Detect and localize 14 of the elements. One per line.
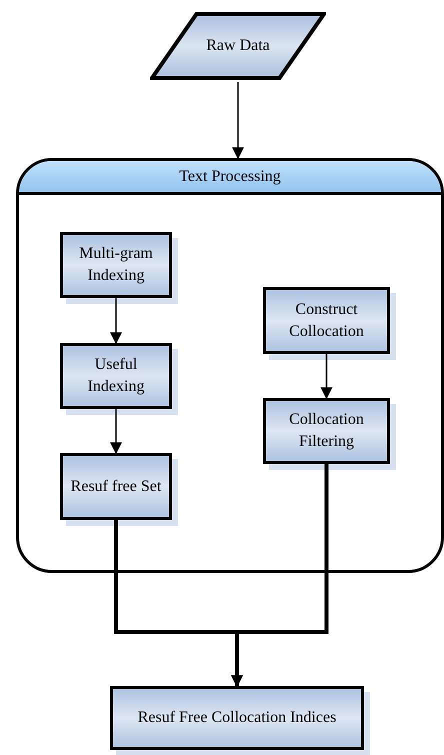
- node-label: Resuf free Set: [70, 476, 162, 496]
- data-parallelogram: [150, 10, 326, 82]
- node-label: Text Processing: [179, 166, 281, 186]
- node-label: Multi-gram Indexing: [78, 244, 154, 286]
- node-label: Resuf Free Collocation Indices: [138, 708, 336, 728]
- node-label: Useful Indexing: [86, 355, 146, 397]
- arrow: [110, 409, 122, 454]
- node-label: Construct Collocation: [288, 300, 365, 342]
- node-label: Collocation Filtering: [288, 410, 365, 452]
- arrow: [232, 82, 244, 160]
- node-label: Raw Data: [206, 36, 270, 56]
- arrow: [320, 354, 332, 400]
- arrow: [110, 298, 122, 344]
- process-group-container: [16, 158, 444, 573]
